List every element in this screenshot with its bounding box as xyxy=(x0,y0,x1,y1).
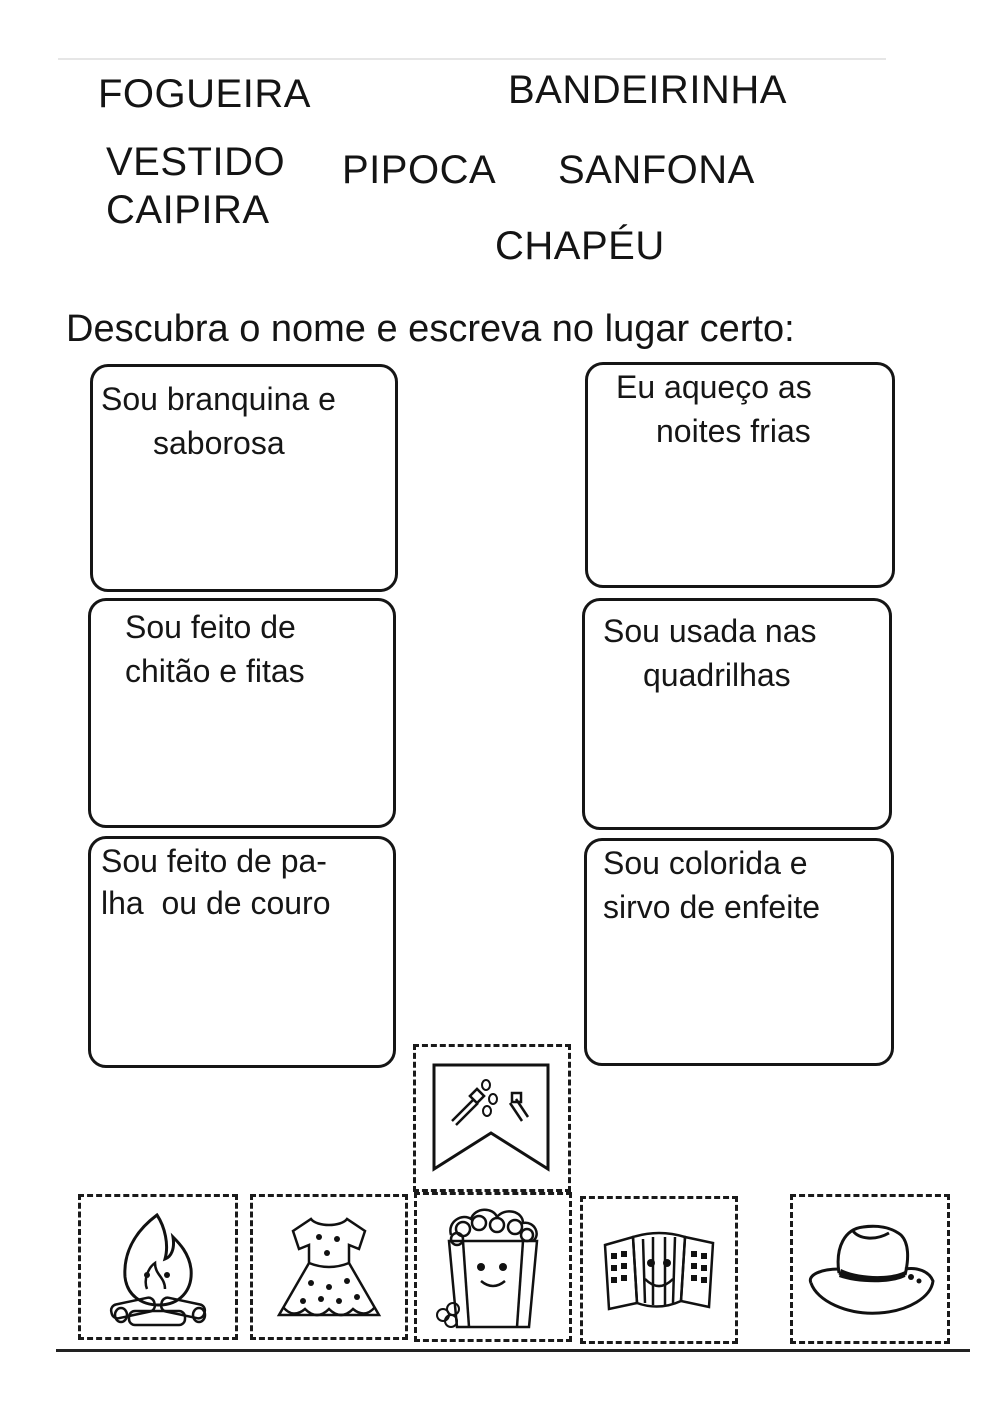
clue-box-fogueira[interactable]: Eu aqueço as noites frias xyxy=(585,362,895,588)
clue-text-line2: sirvo de enfeite xyxy=(603,889,821,925)
fogueira-icon xyxy=(109,1212,207,1327)
sanfona-icon xyxy=(603,1231,715,1311)
card-fogueira[interactable] xyxy=(78,1194,238,1340)
clue-box-vestido[interactable]: Sou feito de chitão e fitas xyxy=(88,598,396,828)
word-bandeirinha: BANDEIRINHA xyxy=(508,68,787,112)
word-vestido-line1: VESTIDO xyxy=(106,140,286,184)
card-pipoca[interactable] xyxy=(414,1192,572,1342)
clue-text-line2: noites frias xyxy=(656,413,811,449)
clue-box-pipoca[interactable]: Sou branquina e saborosa xyxy=(90,364,398,592)
clue-text-line1: Eu aqueço as xyxy=(616,369,812,405)
clue-text-line1: Sou colorida e xyxy=(603,845,808,881)
card-sanfona[interactable] xyxy=(580,1196,738,1344)
clue-text-line1: Sou usada nas xyxy=(603,613,817,649)
clue-text-line2: lha ou de couro xyxy=(101,885,331,921)
word-pipoca: PIPOCA xyxy=(342,148,497,192)
instruction-text: Descubra o nome e escreva no lugar certo… xyxy=(66,308,795,350)
card-vestido[interactable] xyxy=(250,1194,408,1340)
bottom-rule xyxy=(56,1349,970,1352)
clue-box-sanfona[interactable]: Sou usada nas quadrilhas xyxy=(582,598,892,830)
clue-box-chapeu[interactable]: Sou feito de pa- lha ou de couro xyxy=(88,836,396,1068)
word-sanfona: SANFONA xyxy=(558,148,755,192)
clue-text-line2: quadrilhas xyxy=(643,657,791,693)
word-fogueira: FOGUEIRA xyxy=(98,72,311,116)
word-vestido-line2: CAIPIRA xyxy=(106,188,270,232)
chapeu-icon xyxy=(808,1224,935,1315)
word-chapeu: CHAPÉU xyxy=(495,224,665,268)
clue-text-line1: Sou feito de xyxy=(125,609,296,645)
top-rule xyxy=(58,58,886,60)
card-chapeu[interactable] xyxy=(790,1194,950,1344)
card-bandeirinha[interactable] xyxy=(413,1044,571,1192)
clue-text-line1: Sou branquina e xyxy=(101,381,336,417)
clue-text-line1: Sou feito de pa- xyxy=(101,843,327,879)
clue-text-line2: saborosa xyxy=(153,425,285,461)
bandeirinha-icon xyxy=(432,1063,550,1172)
vestido-icon xyxy=(276,1217,382,1317)
clue-box-bandeirinha[interactable]: Sou colorida e sirvo de enfeite xyxy=(584,838,894,1066)
pipoca-icon xyxy=(436,1208,539,1329)
clue-text-line2: chitão e fitas xyxy=(125,653,305,689)
